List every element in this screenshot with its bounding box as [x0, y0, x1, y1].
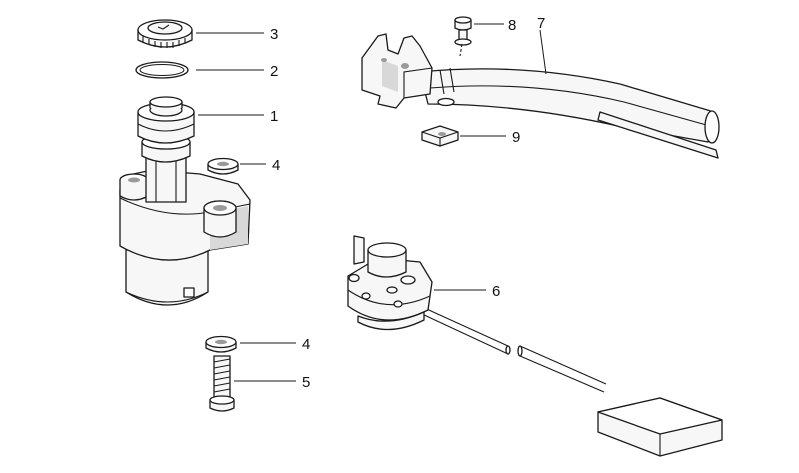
- callout-4-upper: 4: [272, 157, 280, 174]
- part-9-clip: [421, 125, 459, 147]
- callout-2: 2: [270, 63, 278, 80]
- part-7-stalk: [361, 33, 720, 159]
- part-2-o-ring: [135, 61, 189, 79]
- part-4-washer-lower: [205, 335, 237, 353]
- part-8-screw: [454, 16, 472, 57]
- part-3-cap: [137, 19, 193, 48]
- callouts: 3 2 1 4 4 5 8 7 9 6: [270, 15, 545, 391]
- part-5-bolt: [209, 355, 235, 412]
- callout-5: 5: [302, 374, 310, 391]
- callout-4-lower: 4: [302, 336, 310, 353]
- part-1-ignition-lock: [119, 96, 251, 306]
- callout-7: 7: [537, 15, 545, 32]
- callout-6: 6: [492, 283, 500, 300]
- callout-8: 8: [508, 17, 516, 34]
- callout-3: 3: [270, 26, 278, 43]
- callout-9: 9: [512, 129, 520, 146]
- part-6-ignition-switch: [347, 235, 723, 457]
- leader-lines: [196, 23, 547, 382]
- part-4-washer-upper: [207, 157, 239, 175]
- callout-1: 1: [270, 108, 278, 125]
